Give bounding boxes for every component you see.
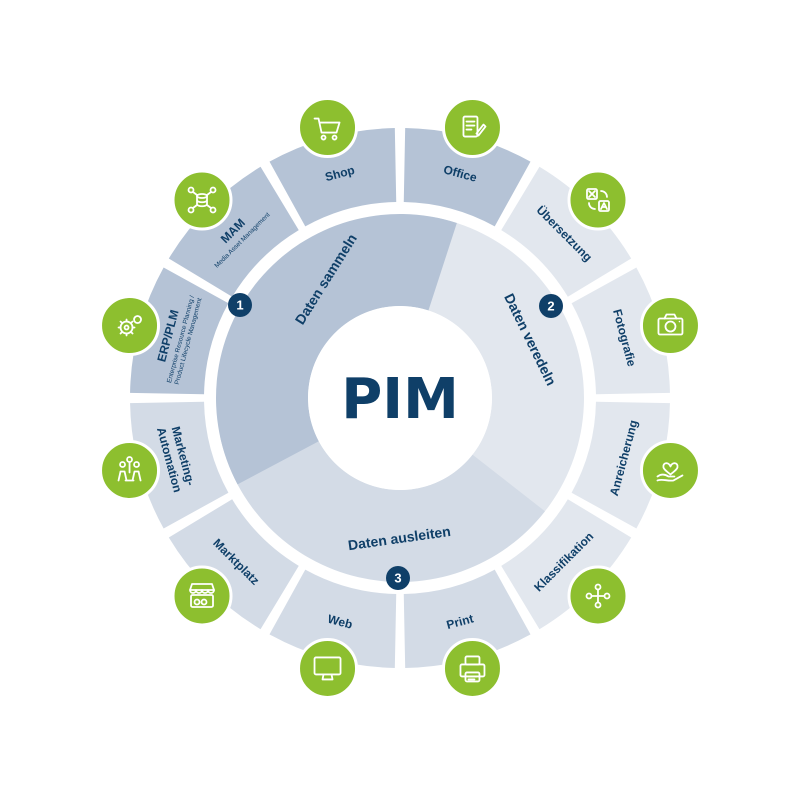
segment-shop [269,128,397,227]
translate-icon [567,169,629,231]
document-edit-badge [441,97,503,159]
hierarchy-icon [567,565,629,627]
printer-icon [441,637,503,699]
phase-arc-1 [215,213,457,485]
segment-klassifikation [501,499,632,630]
translate-badge [567,169,629,231]
phase-number-2: 2 [547,299,554,314]
segment-label-web: Web [326,612,354,632]
camera-badge [639,295,701,357]
cart-badge [297,97,359,159]
phase-number-badge-1: 1 [228,293,252,317]
phase-badge-circle [228,293,252,317]
printer-badge [441,637,503,699]
phase-badge-circle [539,294,563,318]
segment-label-group-print: Print [445,611,475,632]
market-stall-icon [171,565,233,627]
gears-badge [99,295,161,357]
document-edit-icon [441,97,503,159]
segment-office [403,128,531,227]
segment-erp [130,267,229,395]
center-title: PIM [341,367,459,432]
camera-icon [639,295,701,357]
segment-uebersetzung [501,166,632,297]
segment-label-print: Print [445,611,475,632]
database-network-icon [171,169,233,231]
phase-number-badge-2: 2 [539,294,563,318]
segment-marketing [130,401,229,529]
phase-badge-circle [386,566,410,590]
cart-icon [297,97,359,159]
database-network-badge [171,169,233,231]
outer-ring [130,128,670,668]
phase-arc-3 [220,417,545,582]
segment-label-group-web: Web [326,612,354,632]
phase-badges: 1 2 3 [228,293,563,590]
gears-icon [99,295,161,357]
phase-number-badge-3: 3 [386,566,410,590]
hand-heart-icon [639,439,701,501]
segment-anreicherung [571,401,670,529]
monitor-icon [297,637,359,699]
segment-mam [168,166,299,297]
segment-marktplatz [168,499,299,630]
hand-heart-badge [639,439,701,501]
market-stall-badge [171,565,233,627]
segment-icons [99,97,701,699]
segment-fotografie [571,267,670,395]
phase-number-3: 3 [394,571,401,586]
phase-number-1: 1 [236,298,243,313]
monitor-badge [297,637,359,699]
people-network-icon [99,439,161,501]
center-circle [308,306,492,490]
segment-print [403,569,531,668]
segment-web [269,569,397,668]
